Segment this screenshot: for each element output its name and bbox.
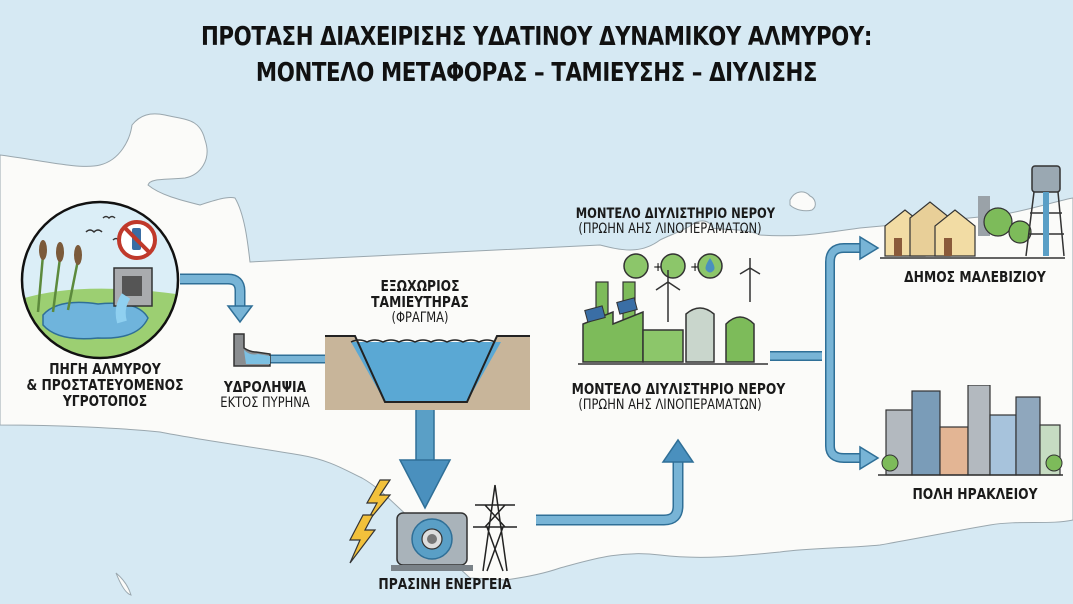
green-factory-icon: + + <box>578 253 768 365</box>
diagram-title-line-2: ΜΟΝΤΕΛΟ ΜΕΤΑΦΟΡΑΣ – ΤΑΜΙΕΥΣΗΣ – ΔΙΥΛΙΣΗΣ <box>255 58 818 88</box>
reservoir-title-2: ΤΑΜΙΕΥΤΗΡΑΣ <box>371 292 469 311</box>
label-source: ΠΗΓΗ ΑΛΜΥΡΟΥ & ΠΡΟΣΤΑΤΕΥΟΜΕΝΟΣ ΥΓΡΟΤΟΠΟΣ <box>0 360 210 410</box>
wetland-spring-icon <box>20 200 180 360</box>
label-intake: ΥΔΡΟΛΗΨΙΑ ΕΚΤΟΣ ΠΥΡΗΝΑ <box>205 378 325 411</box>
town-houses-icon <box>880 165 1065 259</box>
label-reservoir: ΕΞΩΧΩΡΙΟΣ ΤΑΜΙΕΥΤΗΡΑΣ (ΦΡΑΓΜΑ) <box>340 277 500 326</box>
label-plant-top: ΜΟΝΤΕΛΟ ΔΙΥΛΙΣΤΗΡΙΟ ΝΕΡΟΥ (ΠΡΩΗΝ ΑΗΣ ΛΙΝ… <box>555 207 785 236</box>
diagram-title-line-1: ΠΡΟΤΑΣΗ ΔΙΑΧΕΙΡΙΣΗΣ ΥΔΑΤΙΝΟΥ ΔΥΝΑΜΙΚΟΥ Α… <box>200 22 873 52</box>
reservoir-title: ΕΞΩΧΩΡΙΟΣ <box>380 277 460 295</box>
arrow-right-heraklion <box>859 445 880 471</box>
water-intake-icon <box>233 333 271 367</box>
malevizi-title: ΔΗΜΟΣ ΜΑΛΕΒΙΖΙΟΥ <box>904 268 1046 286</box>
no-plastic-bottle-icon <box>117 220 157 260</box>
source-subtitle-2: ΥΓΡΟΤΟΠΟΣ <box>62 391 148 410</box>
dam-reservoir-icon <box>325 335 530 410</box>
label-heraklion: ΠΟΛΗ ΗΡΑΚΛΕΙΟΥ <box>880 485 1070 503</box>
arrow-right-malevizi <box>859 235 880 261</box>
filter-icon <box>660 253 686 279</box>
plus-sign-2: + <box>690 260 700 274</box>
heraklion-title: ΠΟΛΗ ΗΡΑΚΛΕΙΟΥ <box>912 485 1038 503</box>
plant-top-subtitle: (ΠΡΩΗΝ ΑΗΣ ΛΙΝΟΠΕΡΑΜΑΤΩΝ) <box>578 220 762 237</box>
source-subtitle: & ΠΡΟΣΤΑΤΕΥΟΜΕΝΟΣ <box>26 375 184 394</box>
process-icons: + + <box>623 253 723 279</box>
city-skyline-icon <box>878 385 1063 476</box>
label-malevizi: ΔΗΜΟΣ ΜΑΛΕΒΙΖΙΟΥ <box>880 268 1070 286</box>
cloud-shape <box>789 191 816 212</box>
lightning-bolt-icon <box>349 479 392 564</box>
plus-sign-1: + <box>653 260 663 274</box>
source-title: ΠΗΓΗ ΑΛΜΥΡΟΥ <box>49 360 161 378</box>
arrow-up-plant <box>661 438 695 463</box>
plant-title: ΜΟΝΤΕΛΟ ΔΙΥΛΙΣΤΗΡΙΟ ΝΕΡΟΥ <box>571 380 786 398</box>
turbine-generator-icon <box>349 479 517 572</box>
water-tower-icon <box>1025 165 1065 257</box>
pipe-energy-to-plant <box>536 460 684 526</box>
label-energy: ΠΡΑΣΙΝΗ ΕΝΕΡΓΕΙΑ <box>360 575 530 593</box>
plant-subtitle: (ΠΡΩΗΝ ΑΗΣ ΛΙΝΟΠΕΡΑΜΑΤΩΝ) <box>578 396 762 413</box>
arrow-down-intake <box>226 305 254 324</box>
sedimentation-icon <box>623 253 649 279</box>
arrow-down-energy <box>398 459 452 510</box>
power-pylon-icon <box>473 484 517 572</box>
intake-title: ΥΔΡΟΛΗΨΙΑ <box>223 378 307 396</box>
reservoir-subtitle: (ΦΡΑΓΜΑ) <box>391 309 449 326</box>
energy-title: ΠΡΑΣΙΝΗ ΕΝΕΡΓΕΙΑ <box>378 575 512 593</box>
plant-top-title: ΜΟΝΤΕΛΟ ΔΙΥΛΙΣΤΗΡΙΟ ΝΕΡΟΥ <box>575 206 776 222</box>
label-plant: ΜΟΝΤΕΛΟ ΔΙΥΛΙΣΤΗΡΙΟ ΝΕΡΟΥ (ΠΡΩΗΝ ΑΗΣ ΛΙΝ… <box>550 380 790 413</box>
pipe-split-to-malevizi <box>825 243 862 356</box>
pipe-split-to-heraklion <box>825 356 862 463</box>
intake-subtitle: ΕΚΤΟΣ ΠΥΡΗΝΑ <box>220 394 310 411</box>
islet <box>115 572 132 596</box>
